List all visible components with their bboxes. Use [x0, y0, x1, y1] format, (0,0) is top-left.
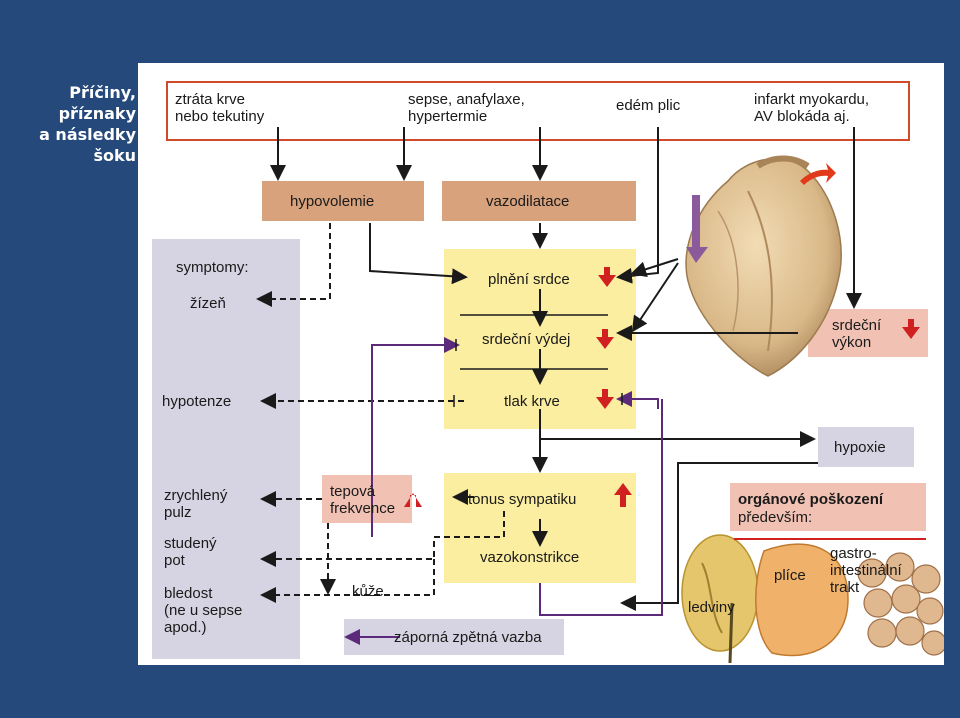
label-line: srdeční [832, 317, 882, 334]
symptom-pallor: bledost (ne u sepse apod.) [164, 585, 242, 636]
shock-diagram: ztráta krve nebo tekutiny sepse, anafyla… [138, 63, 944, 665]
symptom-line: bledost [164, 585, 213, 602]
organs-heading: orgánové poškození [738, 491, 884, 508]
cause-blood-loss: ztráta krve nebo tekutiny [175, 91, 264, 125]
organ-line: trakt [830, 579, 860, 596]
flow-arrows [256, 127, 926, 645]
label-cardiac-performance: srdeční výkon [832, 317, 881, 351]
organ-damage-box [730, 483, 926, 531]
cause-line: infarkt myokardu, [754, 91, 870, 108]
label-vasoconstriction: vazokonstrikce [480, 549, 580, 566]
slide-title-line: Příčiny, [69, 83, 136, 102]
organ-kidneys: ledviny [688, 599, 735, 616]
vasodilation-box [442, 181, 636, 221]
slide-title-line: šoku [93, 146, 136, 165]
organ-lungs: plíce [774, 567, 806, 584]
causes-box [166, 81, 910, 141]
cause-sepsis: sepse, anafylaxe, hypertermie [408, 91, 525, 125]
label-line: výkon [832, 334, 872, 351]
cause-line: hypertermie [408, 108, 488, 125]
label-sympathetic: tonus sympatiku [468, 491, 577, 508]
symptom-line: studený [164, 535, 217, 552]
heart-illustration [685, 155, 842, 377]
label-blood-pressure: tlak krve [504, 393, 560, 410]
label-heart-rate: tepová frekvence [330, 483, 395, 517]
symptom-line: zrychlený [164, 487, 228, 504]
cause-line: nebo tekutiny [175, 108, 265, 125]
symptom-fast-pulse: zrychlený pulz [164, 487, 227, 521]
hypovolemia-box [262, 181, 424, 221]
label-hypovolemia: hypovolemie [290, 193, 375, 210]
symptoms-heading: symptomy: [176, 259, 249, 276]
organ-gi: gastro- intestinální trakt [830, 545, 902, 596]
symptom-line: (ne u sepse [164, 602, 243, 619]
cause-edema: edém plic [616, 97, 681, 114]
symptom-line: pulz [164, 504, 192, 521]
symptom-line: pot [164, 552, 185, 569]
organs-illustration [681, 534, 944, 664]
cause-infarct: infarkt myokardu, AV blokáda aj. [754, 91, 869, 125]
legend-negative-feedback: záporná zpětná vazba [394, 629, 542, 646]
label-line: tepová [330, 483, 376, 500]
cause-line: AV blokáda aj. [754, 108, 850, 125]
organ-line: intestinální [830, 562, 902, 579]
label-filling: plnění srdce [488, 271, 570, 288]
label-vasodilation: vazodilatace [486, 193, 570, 210]
label-hypoxia: hypoxie [834, 439, 886, 456]
symptom-thirst: žízeň [190, 295, 226, 312]
symptom-line: apod.) [164, 619, 207, 636]
red-arrow-icon [800, 163, 836, 185]
label-skin: kůže [352, 583, 384, 600]
slide-title-line: příznaky [58, 104, 136, 123]
cause-line: sepse, anafylaxe, [408, 91, 525, 108]
organ-line: gastro- [830, 545, 877, 562]
purple-arrow-icon [686, 195, 708, 263]
organs-subheading: především: [738, 509, 813, 526]
heart-rate-box [322, 475, 412, 523]
symptom-cold-sweat: studený pot [164, 535, 217, 569]
label-line: frekvence [330, 500, 396, 517]
label-cardiac-output: srdeční výdej [482, 331, 571, 348]
slide-title: Příčiny, příznaky a následky šoku [10, 82, 136, 166]
cause-line: ztráta krve [175, 91, 246, 108]
hypoxia-box [818, 427, 914, 467]
symptom-hypotension: hypotenze [162, 393, 232, 410]
slide-title-line: a následky [39, 125, 136, 144]
